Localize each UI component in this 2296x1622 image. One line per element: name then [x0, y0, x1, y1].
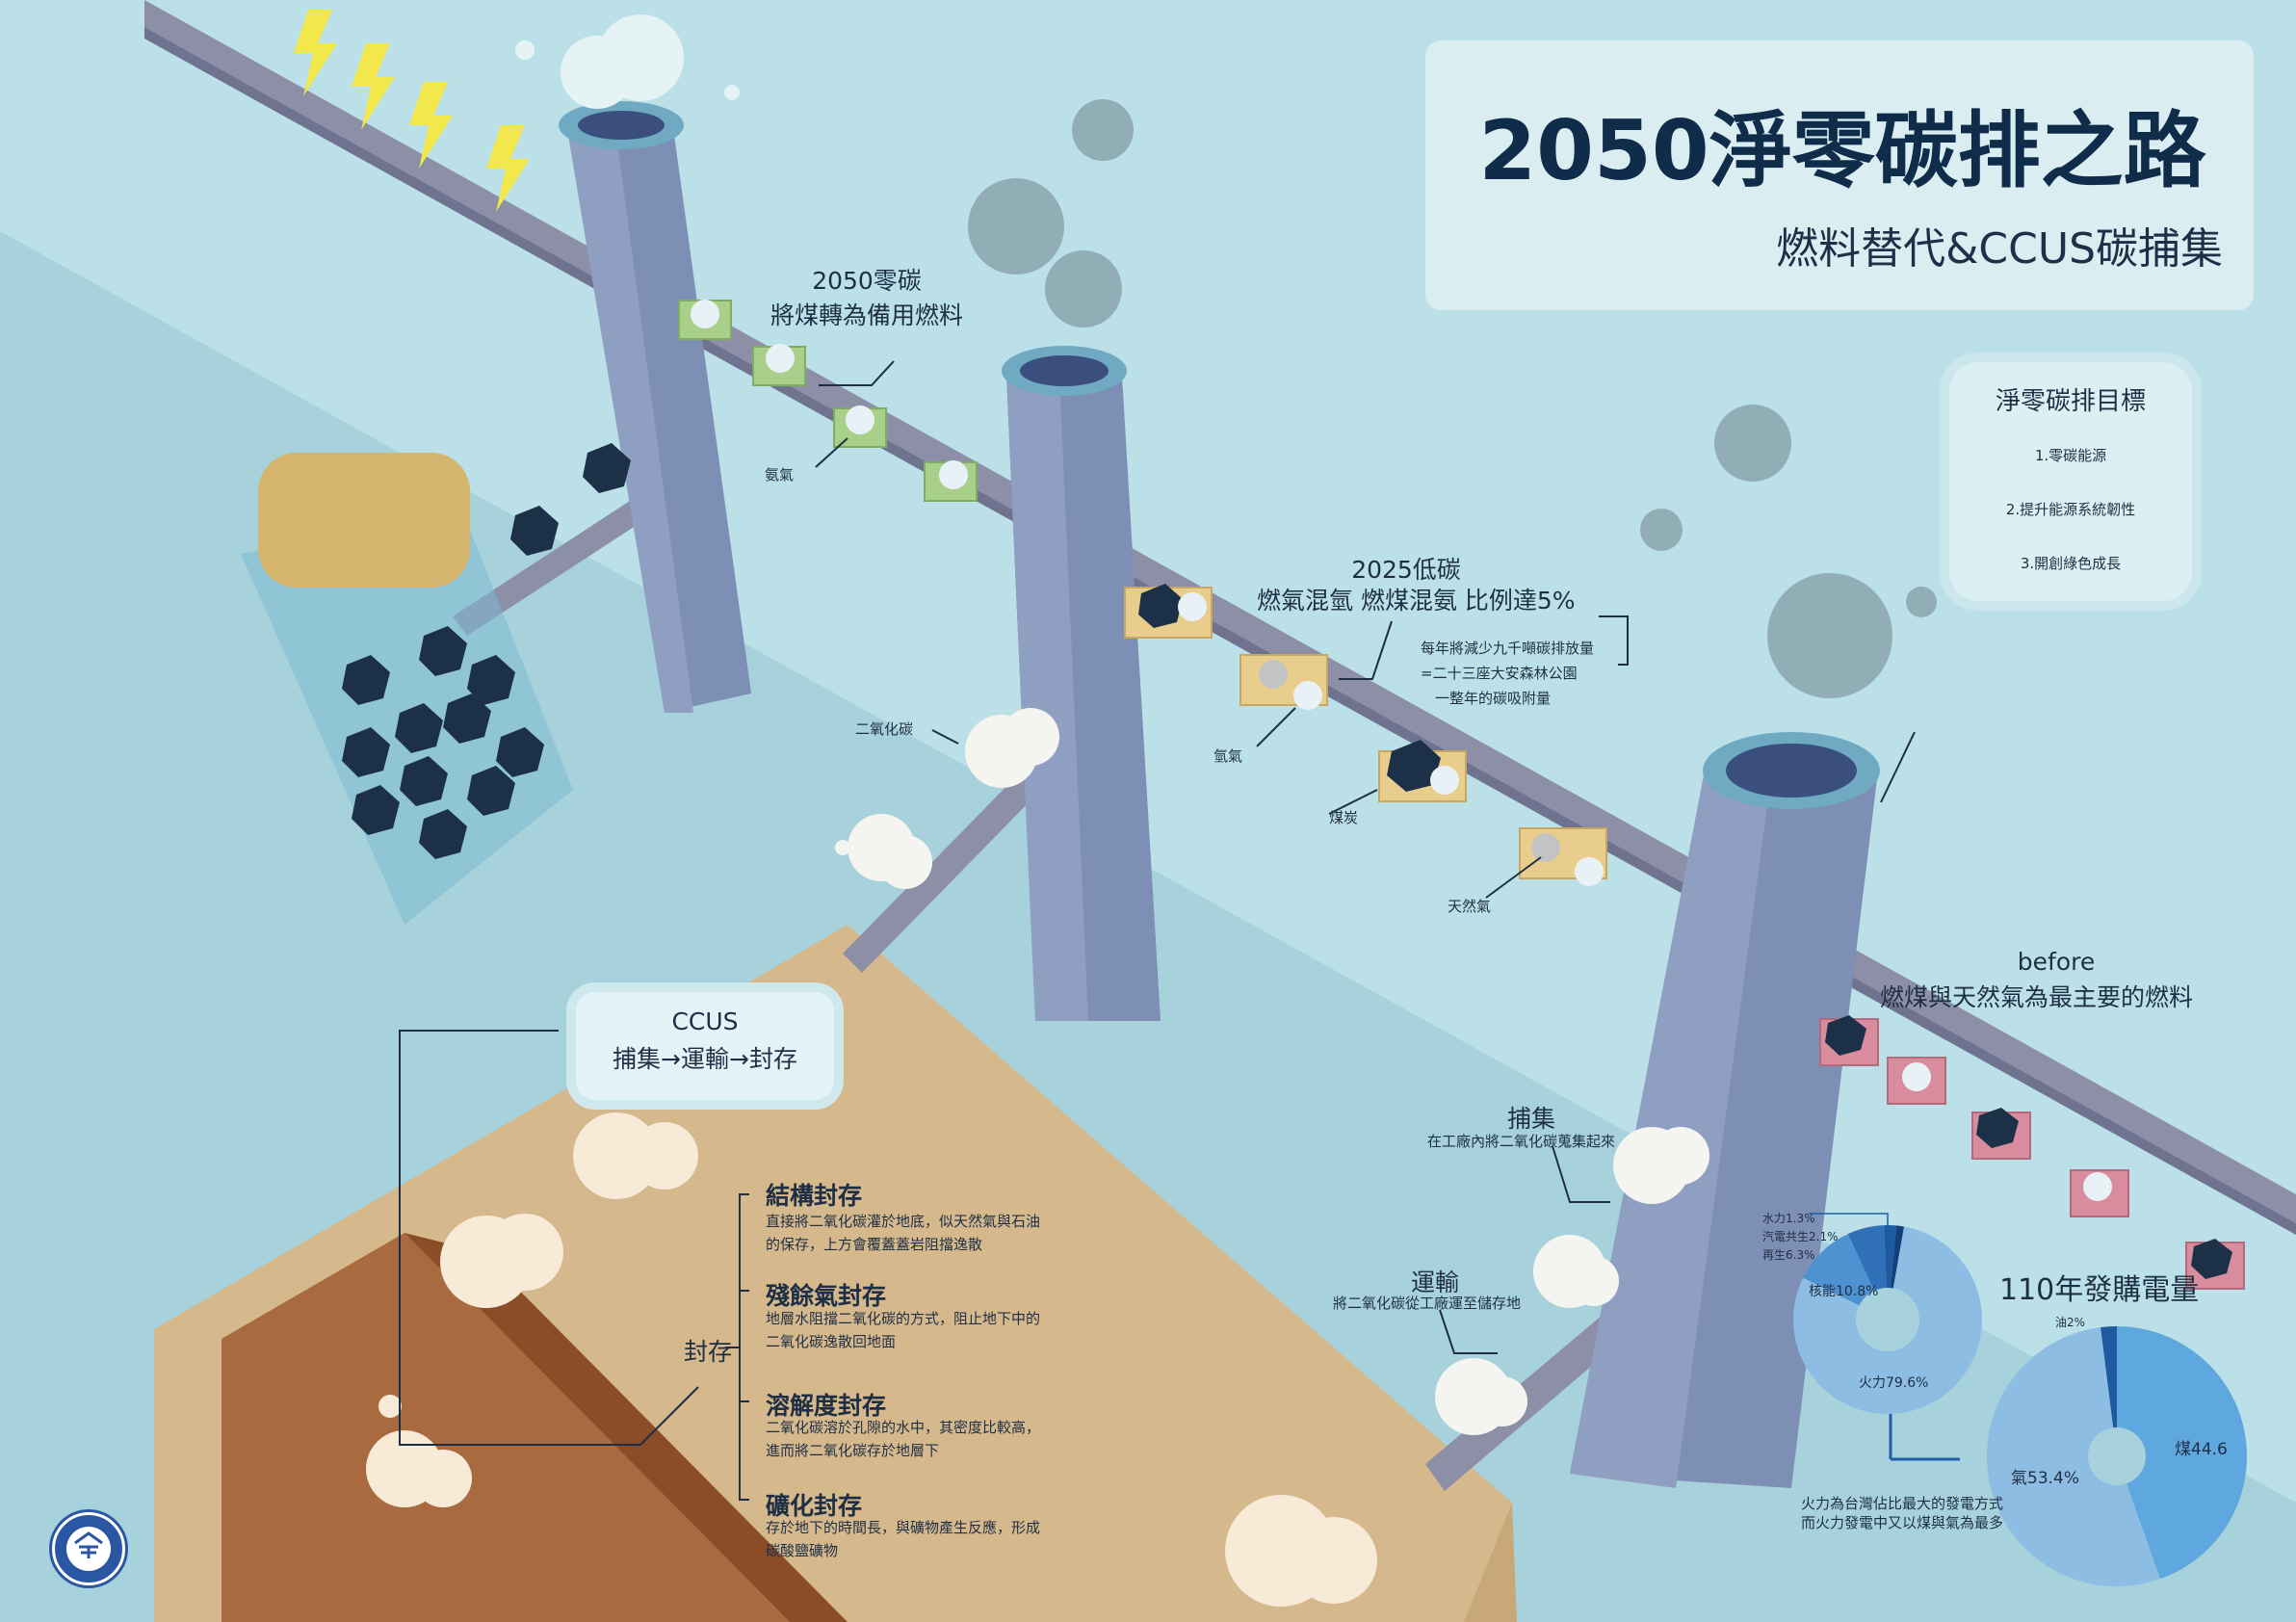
storage-label: 封存: [684, 1338, 733, 1366]
coal-hexagons: [342, 443, 2232, 1279]
label-co2: 二氧化碳: [855, 720, 914, 738]
label-ammonia: 氨氣: [765, 466, 795, 484]
pie-slice-hydro: [1891, 1225, 1905, 1289]
capture-title: 捕集: [1506, 1105, 1555, 1133]
ccus-steps: 捕集→運輸→封存: [613, 1045, 797, 1073]
page-subtitle: 燃料替代&CCUS碳捕集: [1776, 224, 2223, 274]
power-footnote-2: 而火力發電中又以煤與氣為最多: [1801, 1514, 2004, 1531]
goal-item-3: 3.開創綠色成長: [2020, 555, 2122, 572]
pie-slice-nuclear: [1803, 1234, 1875, 1306]
chimney-middle: [1002, 346, 1161, 1021]
storage-title-residual: 殘餘氣封存: [766, 1282, 887, 1310]
ccus-panel: [566, 982, 844, 1110]
goal-panel: [1940, 353, 2202, 611]
storage-desc-residual-1: 地層水阻擋二氧化碳的方式，阻止地下中的: [766, 1310, 1041, 1327]
title-panel: [1425, 40, 2254, 310]
goal-title: 淨零碳排目標: [1995, 387, 2146, 416]
pie-label-renewable: 再生6.3%: [1762, 1248, 1815, 1262]
company-logo-icon: [52, 1512, 125, 1585]
storage-desc-structural-2: 的保存，上方會覆蓋蓋岩阻擋逸散: [766, 1236, 983, 1253]
ccus-heading: CCUS: [671, 1007, 739, 1035]
pie-label-oil: 油2%: [2055, 1316, 2086, 1329]
pie-chart-thermal-fuels: [1987, 1326, 2247, 1586]
stage-before-desc: 燃煤與天然氣為最主要的燃料: [1880, 983, 2194, 1011]
goal-item-1: 1.零碳能源: [2034, 447, 2107, 464]
pie-slice-coal: [2117, 1326, 2247, 1580]
storage-title-mineral: 礦化封存: [766, 1492, 863, 1520]
pie-slice-oil: [2100, 1326, 2117, 1428]
power-chart-title: 110年發購電量: [1999, 1273, 2200, 1307]
stage-2025-note-2: =二十三座大安森林公園: [1421, 665, 1578, 682]
storage-desc-structural-1: 直接將二氧化碳灌於地底，似天然氣與石油: [766, 1213, 1041, 1230]
gas-blobs: [691, 300, 2112, 1201]
label-hydrogen: 氫氣: [1213, 747, 1243, 765]
ground-clouds: [366, 1112, 1377, 1607]
ground-block: [154, 925, 1517, 1622]
label-natural-gas: 天然氣: [1448, 898, 1492, 915]
goal-item-2: 2.提升能源系統韌性: [2005, 501, 2136, 518]
transport-title: 運輸: [1410, 1269, 1459, 1296]
pie-chart-power-sources: [1793, 1225, 1982, 1414]
storage-desc-solubility-2: 進而將二氧化碳存於地層下: [766, 1442, 940, 1459]
pie-label-hydro: 水力1.3%: [1762, 1212, 1815, 1225]
stage-2025-note-3: 一整年的碳吸附量: [1435, 690, 1552, 707]
stage-2050-heading: 2050零碳: [812, 267, 922, 295]
pie-label-nuclear: 核能10.8%: [1809, 1284, 1879, 1299]
storage-desc-mineral-2: 碳酸鹽礦物: [766, 1542, 839, 1559]
smoke-white: [515, 14, 740, 109]
page-title: 2050淨零碳排之路: [1478, 103, 2206, 199]
capture-desc: 在工廠內將二氧化碳蒐集起來: [1427, 1133, 1616, 1150]
stage-2025-heading: 2025低碳: [1351, 556, 1461, 584]
power-footnote-1: 火力為台灣佔比最大的發電方式: [1801, 1495, 2004, 1512]
stage-before-heading: before: [2017, 948, 2096, 976]
pie-slice-cogeneration: [1884, 1225, 1897, 1289]
pie-label-cogeneration: 汽電共生2.1%: [1762, 1230, 1839, 1243]
stage-2050-desc: 將煤轉為備用燃料: [770, 301, 963, 329]
pie-slice-renewable: [1847, 1225, 1887, 1292]
logo-mark-icon: [74, 1531, 103, 1558]
lightning-icons: [294, 10, 530, 212]
storage-desc-solubility-1: 二氧化碳溶於孔隙的水中，其密度比較高，: [766, 1419, 1041, 1436]
transport-desc: 將二氧化碳從工廠運至儲存地: [1333, 1295, 1522, 1312]
storage-title-solubility: 溶解度封存: [766, 1392, 887, 1420]
pie-slice-gas: [1987, 1327, 2160, 1586]
co2-clouds: [835, 708, 1709, 1435]
stage-2025-desc: 燃氣混氫 燃煤混氨 比例達5%: [1257, 587, 1576, 615]
storage-desc-residual-2: 二氧化碳逸散回地面: [766, 1333, 897, 1350]
pie-label-gas: 氣53.4%: [2011, 1469, 2080, 1488]
pie-label-coal: 煤44.6: [2175, 1440, 2228, 1459]
storage-title-structural: 結構封存: [766, 1182, 863, 1210]
smoke-grey: [968, 99, 1937, 698]
pie-label-thermal: 火力79.6%: [1859, 1375, 1929, 1391]
pie-slice-thermal: [1793, 1226, 1982, 1414]
chimney-left: [559, 101, 751, 713]
label-coal: 煤炭: [1329, 809, 1359, 826]
stage-2025-note-1: 每年將減少九千噸碳排放量: [1421, 640, 1595, 657]
leader-lines: [399, 360, 1960, 1501]
storage-desc-mineral-1: 存於地下的時間長，與礦物產生反應，形成: [766, 1519, 1041, 1536]
